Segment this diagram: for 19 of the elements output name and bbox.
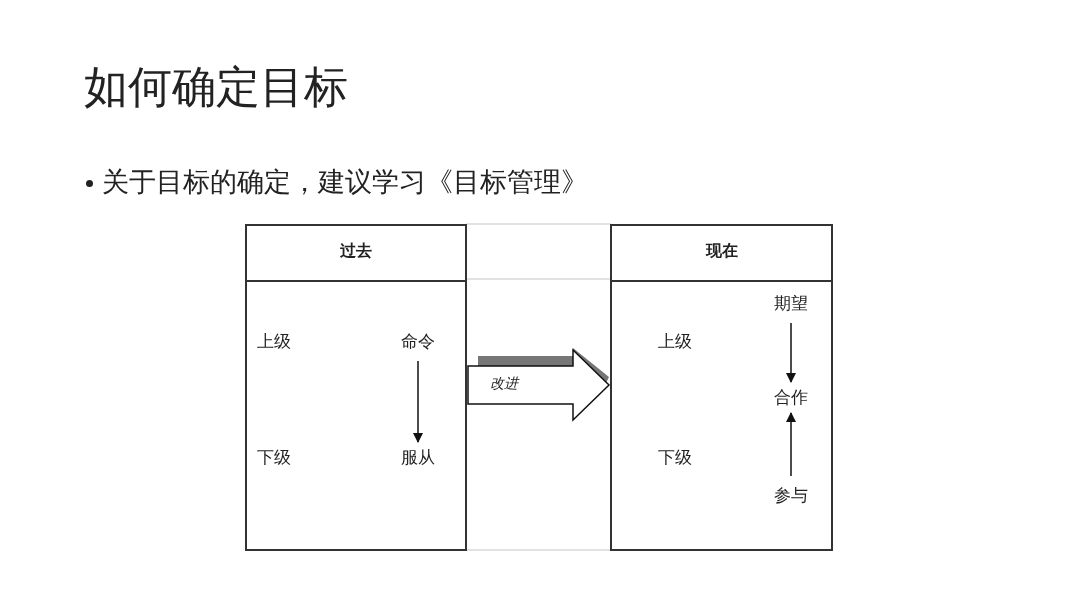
text-label: 期望 xyxy=(774,292,808,315)
panel-header: 现在 xyxy=(705,241,738,262)
text-label: 上级 xyxy=(257,330,291,353)
text-label: 下级 xyxy=(257,446,291,469)
arrow xyxy=(412,360,424,444)
text-label: 上级 xyxy=(658,330,692,353)
text-label: 参与 xyxy=(774,484,808,507)
slide-title: 如何确定目标 xyxy=(84,60,348,114)
text-label: 服从 xyxy=(401,446,435,469)
bullet-point: 关于目标的确定，建议学习《目标管理》 xyxy=(102,165,588,199)
text-label: 合作 xyxy=(774,386,808,409)
table-panel xyxy=(245,224,467,551)
arrow xyxy=(785,322,797,384)
edge-label: 改进 xyxy=(490,375,518,393)
arrow xyxy=(785,411,797,477)
text-label: 下级 xyxy=(658,446,692,469)
text-label: 命令 xyxy=(401,330,435,353)
panel-header: 过去 xyxy=(340,241,372,262)
table-panel xyxy=(610,224,833,551)
